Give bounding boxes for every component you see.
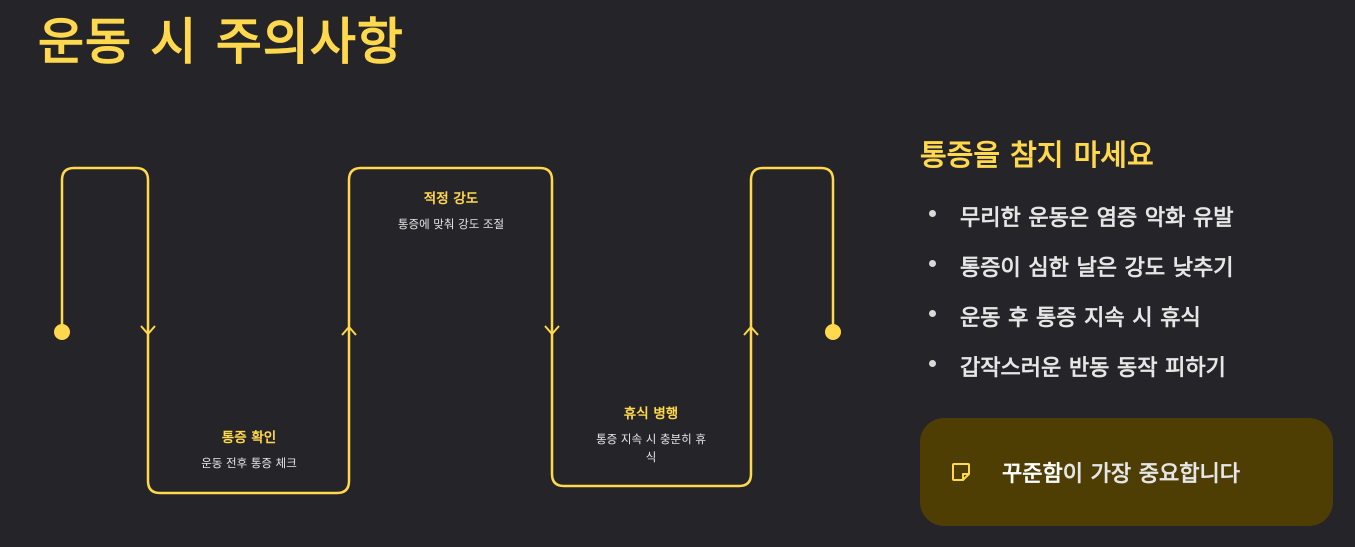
list-item-text: 통증이 심한 날은 강도 낮추기 [960, 256, 1234, 281]
list-item-text: 운동 후 통증 지속 시 휴식 [960, 306, 1201, 331]
list-item: 무리한 운동은 염증 악화 유발 [920, 200, 1335, 250]
list-item: 갑작스러운 반동 동작 피하기 [920, 350, 1335, 400]
step-title: 통증 확인 [222, 429, 276, 446]
callout-rest: 이 가장 중요합니다 [1062, 462, 1240, 487]
list-item-text: 갑작스러운 반동 동작 피하기 [960, 356, 1226, 381]
callout-text: 꾸준함이 가장 중요합니다 [1002, 456, 1240, 488]
page-title: 운동 시 주의사항 [38, 13, 404, 71]
bullet-dot-icon [929, 360, 936, 367]
start-dot [54, 324, 70, 340]
step-description: 통증에 맞춰 강도 조절 [398, 217, 504, 231]
chevron-up-icon [743, 325, 759, 336]
flow-path [60, 166, 835, 495]
chevron-up-icon [341, 325, 357, 336]
step-description: 통증 지속 시 충분히 휴 [596, 432, 706, 446]
callout-emphasis: 꾸준함 [1002, 462, 1063, 487]
step-title: 적정 강도 [424, 190, 479, 207]
bullet-dot-icon [929, 210, 936, 217]
side-panel: 통증을 참지 마세요 무리한 운동은 염증 악화 유발 통증이 심한 날은 강도… [920, 132, 1335, 400]
step-description: 식 [646, 450, 657, 464]
bullet-dot-icon [929, 260, 936, 267]
step-title: 휴식 병행 [624, 405, 678, 422]
list-item-text: 무리한 운동은 염증 악화 유발 [960, 206, 1234, 231]
end-dot [825, 324, 841, 340]
chevron-down-icon [140, 325, 156, 336]
list-item: 통증이 심한 날은 강도 낮추기 [920, 250, 1335, 300]
list-item: 운동 후 통증 지속 시 휴식 [920, 300, 1335, 350]
bullet-list: 무리한 운동은 염증 악화 유발 통증이 심한 날은 강도 낮추기 운동 후 통… [920, 200, 1335, 400]
section-title: 통증을 참지 마세요 [920, 138, 1154, 172]
sticky-note-icon [952, 463, 970, 481]
flow-diagram: 통증 확인 운동 전후 통증 체크 적정 강도 통증에 맞춰 강도 조절 휴식 … [54, 166, 841, 495]
step-description: 운동 전후 통증 체크 [201, 456, 297, 470]
chevron-down-icon [544, 325, 560, 336]
bullet-dot-icon [929, 310, 936, 317]
callout-box: 꾸준함이 가장 중요합니다 [920, 418, 1333, 526]
